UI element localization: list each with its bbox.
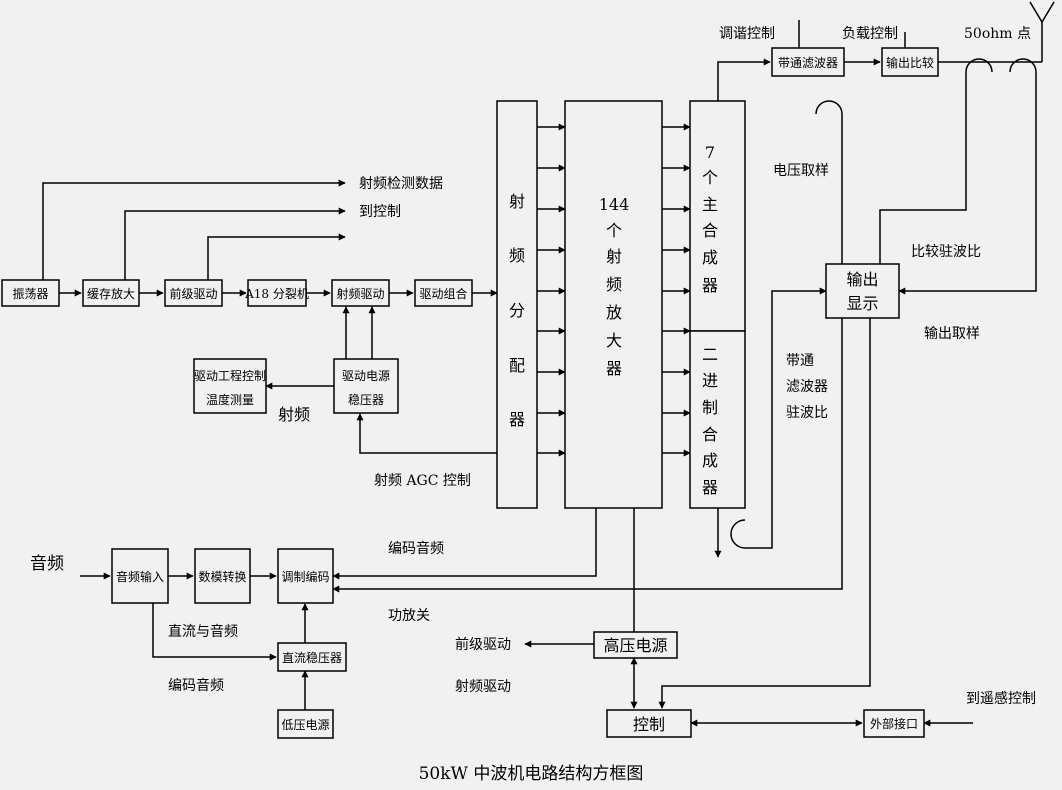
main-combiner-char: 合	[702, 221, 718, 240]
rf-drive-out-label: 射频驱动	[455, 679, 511, 695]
rf-amps-char: 器	[606, 359, 622, 378]
rf-amps-char: 144	[599, 195, 630, 214]
bp-vswr-line1: 带通	[786, 353, 814, 369]
rf-driver-block: 射频驱动	[331, 279, 390, 307]
pre-driver-label: 前级驱动	[169, 286, 217, 301]
rf-amps-char: 放	[606, 303, 622, 322]
binary-combiner-char: 合	[702, 425, 718, 444]
bandpass-filter-block: 带通滤波器	[771, 47, 845, 77]
a18-splitter-block: A18 分裂机	[244, 279, 309, 307]
pa-switch-label: 功放关	[388, 608, 430, 624]
rf-amplifiers-block: 144 个 射 频 放 大 器	[564, 100, 663, 509]
main-combiner-char: 个	[702, 168, 718, 187]
dc-regulator-block: 直流稳压器	[277, 642, 347, 672]
load-control-label: 负载控制	[842, 26, 898, 42]
tuning-control-label: 调谐控制	[719, 26, 775, 42]
buffer-amp-label: 缓存放大	[87, 286, 135, 301]
dc-audio-label: 直流与音频	[168, 623, 238, 640]
rf-splitter-char: 频	[509, 246, 525, 265]
external-interface-label: 外部接口	[870, 716, 918, 731]
rf-small-label: 射频	[278, 405, 310, 424]
hv-psu-label: 高压电源	[603, 636, 667, 655]
buffer-amp-block: 缓存放大	[82, 279, 140, 307]
low-voltage-psu-label: 低压电源	[281, 718, 329, 732]
output-display-block: 输出 显示	[825, 263, 900, 319]
oscillator-block: 振荡器	[1, 279, 60, 307]
to-control-label: 到控制	[359, 204, 401, 220]
rf-detect-data-label: 射频检测数据	[359, 176, 443, 192]
encoded-audio-top-label: 编码音频	[388, 540, 444, 557]
bandpass-filter-label: 带通滤波器	[778, 56, 838, 70]
output-display-line1: 输出	[846, 270, 878, 289]
audio-input-block: 音频输入	[111, 548, 169, 604]
rf-amps-char: 频	[606, 275, 622, 294]
pre-drive-out-label: 前级驱动	[455, 636, 511, 653]
mod-encoder-label: 调制编码	[281, 569, 329, 584]
rf-amps-char: 射	[606, 247, 622, 266]
binary-combiner-char: 制	[702, 398, 718, 417]
output-sample-label: 输出取样	[924, 326, 980, 342]
pre-driver-block: 前级驱动	[164, 279, 223, 307]
rf-amps-char: 大	[606, 331, 622, 350]
driver-psu-line1: 驱动电源	[342, 369, 390, 383]
dac-block: 数模转换	[194, 548, 251, 604]
main-combiner-char: 7	[705, 143, 715, 162]
external-interface-block: 外部接口	[863, 709, 925, 738]
blocks: 振荡器 缓存放大 前级驱动 A18 分裂机 射频驱动 驱动组合 驱动工程控制 温…	[1, 47, 939, 739]
rf-driver-label: 射频驱动	[336, 286, 384, 301]
binary-combiner-char: 器	[702, 478, 718, 497]
bp-vswr-line2: 滤波器	[786, 379, 828, 395]
oscillator-label: 振荡器	[12, 287, 48, 301]
to-remote-label: 到遥感控制	[966, 690, 1036, 707]
output-compare-label: 输出比较	[886, 55, 934, 70]
voltage-sample-label: 电压取样	[773, 163, 829, 179]
mod-encoder-block: 调制编码	[277, 548, 334, 604]
driver-eng-ctrl-line2: 温度测量	[206, 392, 254, 407]
rf-splitter-block: 射 频 分 配 器	[496, 100, 538, 509]
rf-splitter-char: 分	[509, 301, 525, 320]
driver-combiner-block: 驱动组合	[414, 279, 473, 307]
a18-splitter-label: A18 分裂机	[244, 287, 309, 301]
rf-splitter-char: 配	[509, 356, 525, 375]
binary-combiner-char: 成	[702, 451, 718, 470]
main-combiner-block: 7 个 主 合 成 器	[689, 100, 746, 332]
rf-amps-char: 个	[606, 221, 622, 240]
hv-psu-block: 高压电源	[593, 631, 678, 659]
driver-combiner-label: 驱动组合	[419, 286, 467, 301]
output-compare-block: 输出比较	[881, 47, 939, 77]
compare-vswr-label: 比较驻波比	[911, 244, 981, 260]
driver-psu-block: 驱动电源 稳压器	[333, 358, 399, 414]
labels: 射频检测数据 到控制 射频 射频 AGC 控制 调谐控制 负载控制 50ohm …	[30, 26, 1036, 784]
dac-label: 数模转换	[198, 569, 246, 584]
rf-splitter-char: 射	[509, 192, 525, 211]
driver-eng-ctrl-block: 驱动工程控制 温度测量	[193, 358, 267, 414]
driver-eng-ctrl-line1: 驱动工程控制	[194, 368, 266, 383]
connector-lines	[42, 1, 1055, 727]
ohm-point-label: 50ohm 点	[964, 26, 1031, 42]
audio-label: 音频	[30, 554, 64, 574]
control-block: 控制	[606, 709, 692, 738]
diagram-title: 50kW 中波机电路结构方框图	[419, 764, 644, 784]
encoded-audio-bottom-label: 编码音频	[168, 677, 224, 694]
binary-combiner-block: 二 进 制 合 成 器	[689, 330, 746, 509]
output-display-line2: 显示	[846, 294, 878, 313]
rf-agc-label: 射频 AGC 控制	[374, 473, 471, 489]
binary-combiner-char: 进	[702, 371, 718, 390]
binary-combiner-char: 二	[702, 345, 718, 364]
audio-input-label: 音频输入	[116, 569, 164, 584]
low-voltage-psu-block: 低压电源	[277, 709, 334, 739]
main-combiner-char: 主	[702, 195, 718, 214]
main-combiner-char: 成	[702, 248, 718, 267]
bp-vswr-line3: 驻波比	[786, 405, 828, 421]
main-combiner-char: 器	[702, 276, 718, 295]
driver-psu-line2: 稳压器	[348, 392, 384, 407]
dc-regulator-label: 直流稳压器	[282, 650, 342, 665]
control-label: 控制	[633, 715, 665, 734]
rf-splitter-char: 器	[509, 410, 525, 429]
